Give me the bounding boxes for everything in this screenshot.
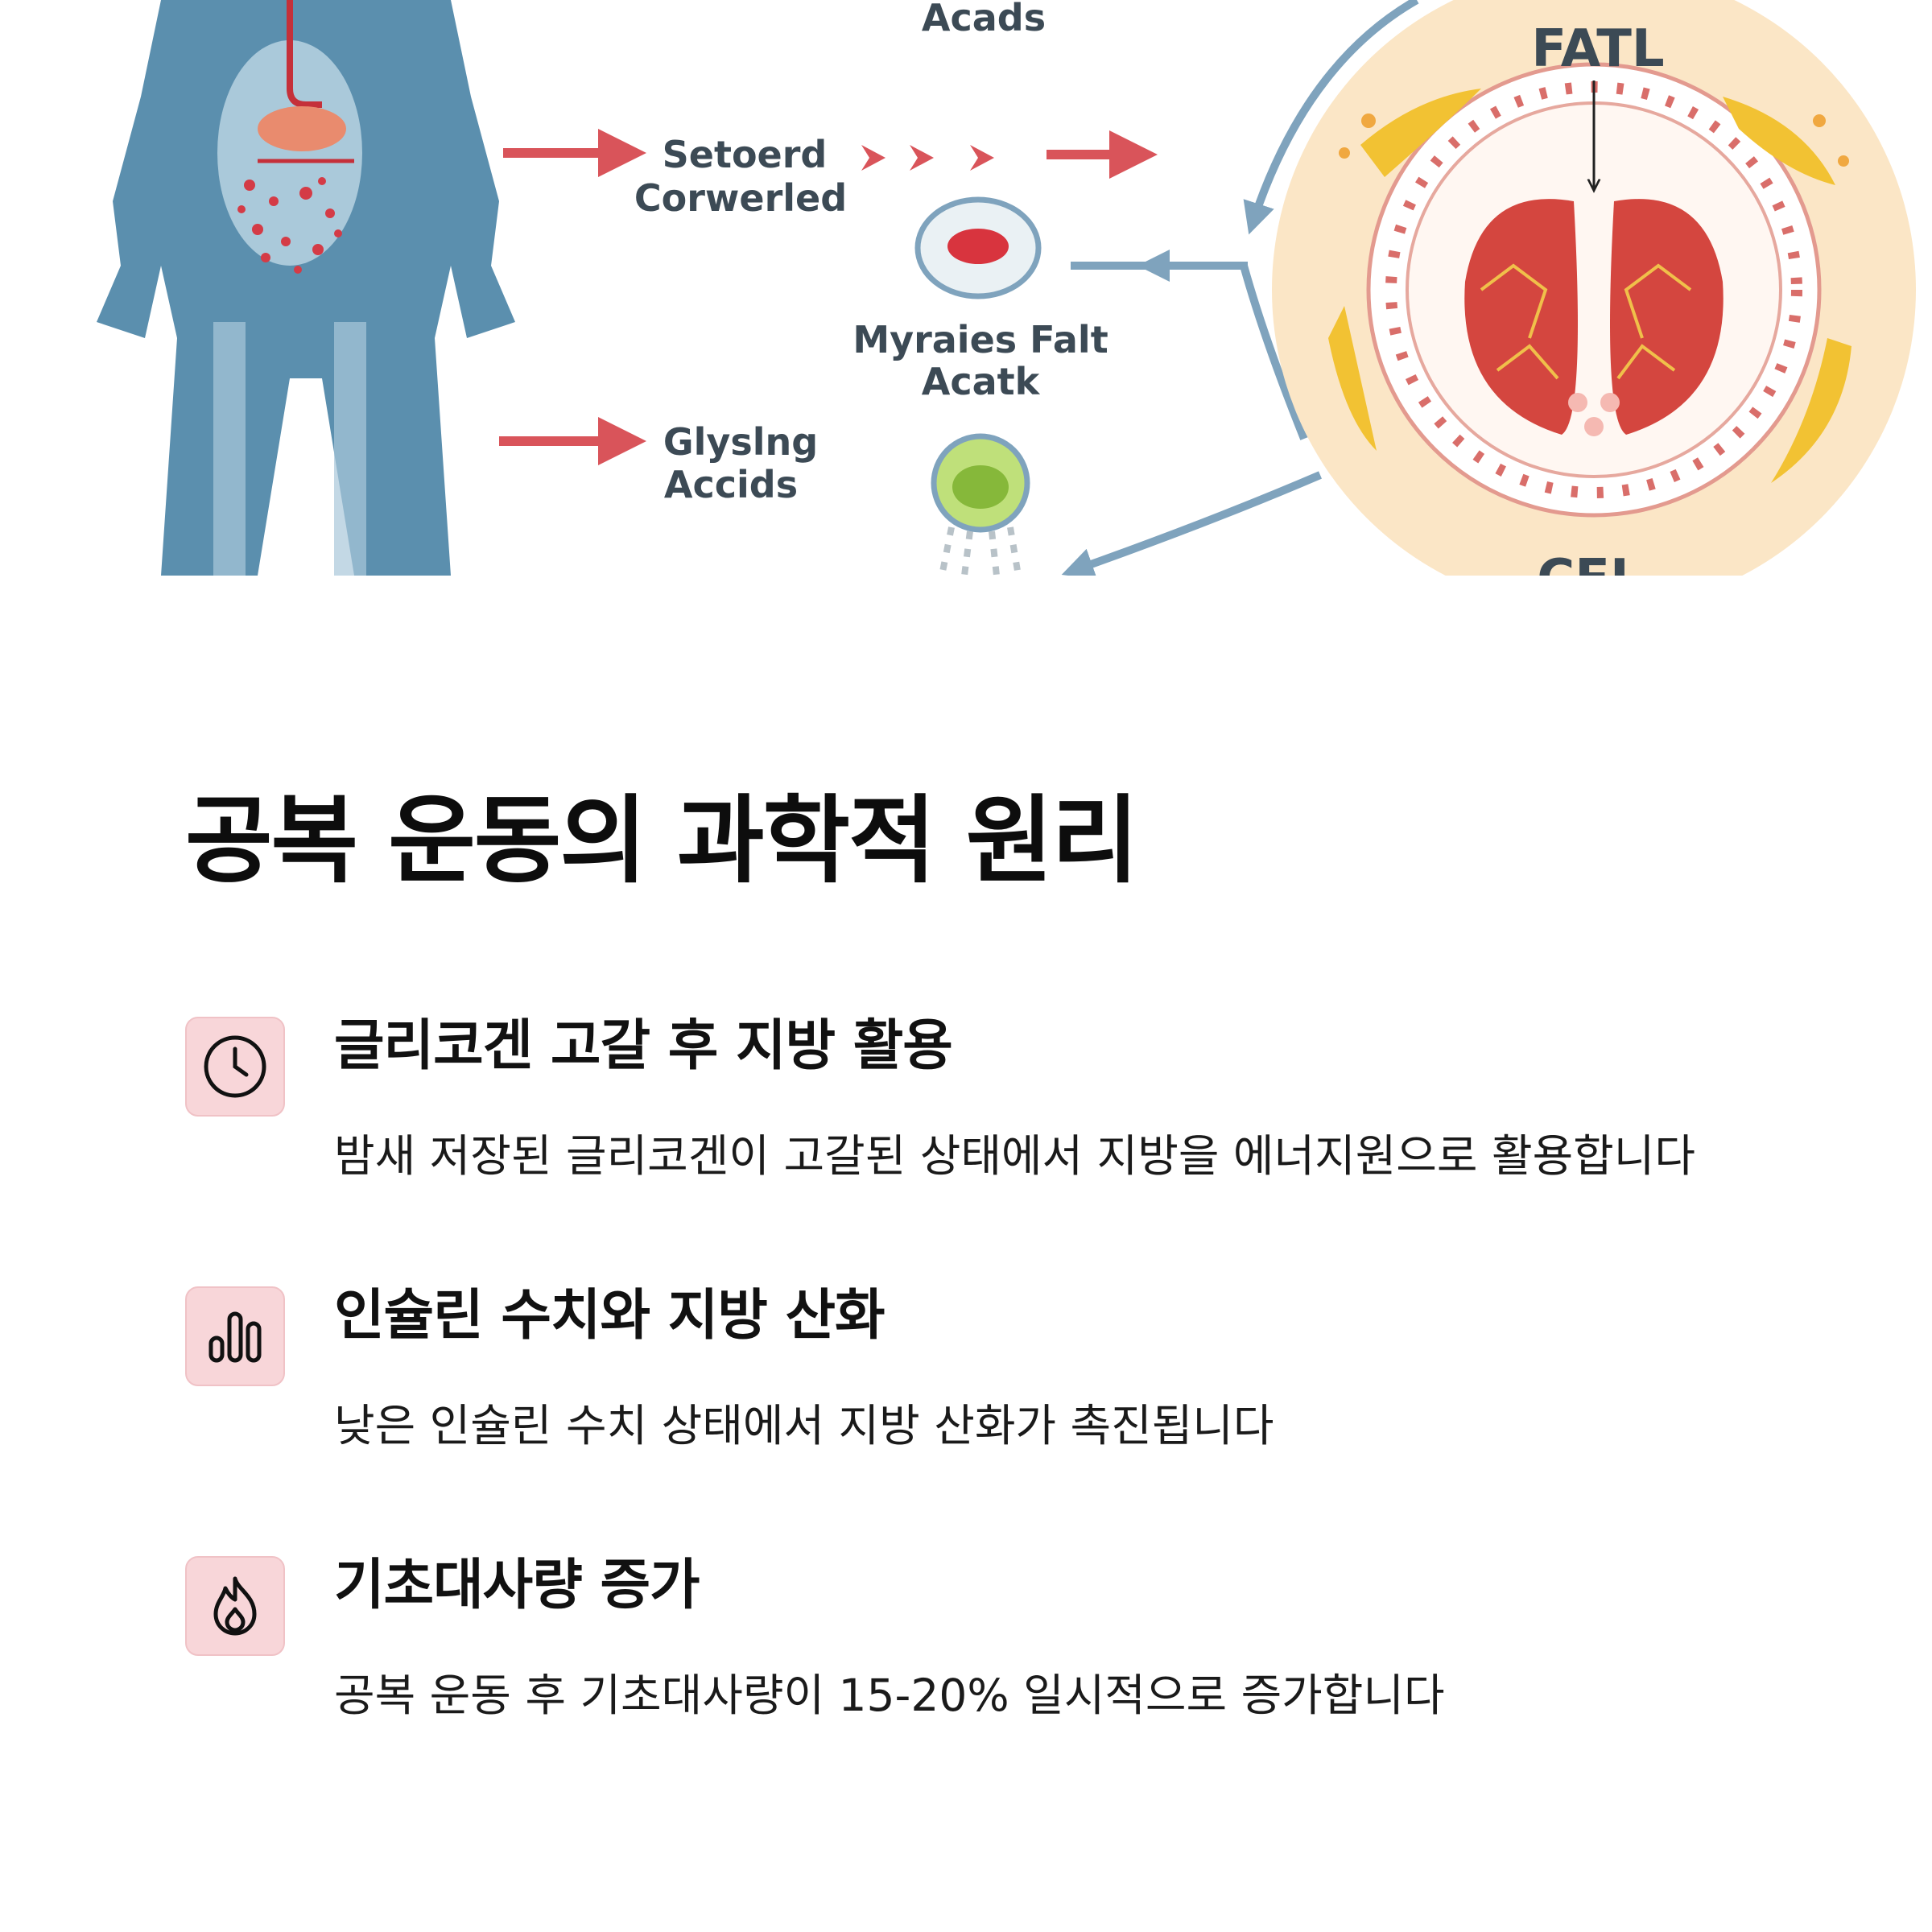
feature-description: 밤새 저장된 글리코겐이 고갈된 상태에서 지방을 에너지원으로 활용합니다 [334, 1130, 1695, 1182]
large-cell: FATL CEL [1272, 0, 1916, 576]
label-myraies-line2: Acatk [922, 360, 1041, 403]
section-title: 공복 운동의 과학적 원리 [185, 785, 1139, 896]
flame-icon [185, 1556, 285, 1656]
bar-chart-icon [185, 1286, 285, 1386]
feature-metabolism: 기초대사량 증가 공복 운동 후 기초대사량이 15-20% 일시적으로 증가합… [185, 1554, 1795, 1765]
label-cel: CEL [1537, 549, 1642, 576]
label-setoerd-line1: Setoerd [663, 133, 828, 176]
feature-title: 기초대사량 증가 [334, 1554, 700, 1617]
science-section: 공복 운동의 과학적 원리 글리코겐 고갈 후 지방 활용 밤새 저장된 글리코… [185, 785, 1795, 1721]
metabolism-illustration: Acads Setoerd Corwerled Myraies Falt Aca… [97, 0, 1916, 576]
blue-arrow-top [1243, 0, 1419, 235]
label-acads: Acads [922, 0, 1046, 39]
label-setoerd-line2: Corwerled [634, 176, 847, 220]
blue-arrow-bottom [1061, 471, 1322, 576]
feature-glycogen: 글리코겐 고갈 후 지방 활용 밤새 저장된 글리코겐이 고갈된 상태에서 지방… [185, 1014, 1795, 1226]
small-arrows [861, 145, 994, 171]
banana-shape [1360, 89, 1481, 177]
feature-insulin: 인슐린 수치와 지방 산화 낮은 인슐린 수치 상태에서 지방 산화가 촉진됩니… [185, 1286, 1795, 1496]
clock-icon [185, 1017, 285, 1117]
feature-title: 인슐린 수치와 지방 산화 [334, 1284, 886, 1348]
droplet-trail [939, 526, 1022, 576]
feature-title: 글리코겐 고갈 후 지방 활용 [334, 1014, 953, 1078]
label-myraies-line1: Myraies Falt [852, 318, 1108, 361]
feature-description: 낮은 인슐린 수치 상태에서 지방 산화가 촉진됩니다 [334, 1400, 1274, 1451]
feature-description: 공복 운동 후 기초대사량이 15-20% 일시적으로 증가합니다 [334, 1670, 1445, 1721]
label-glysing-line1: Glyslng [663, 420, 818, 464]
label-glysing-line2: Accids [664, 463, 798, 506]
label-fatl: FATL [1531, 19, 1664, 79]
human-body-figure [97, 0, 515, 576]
